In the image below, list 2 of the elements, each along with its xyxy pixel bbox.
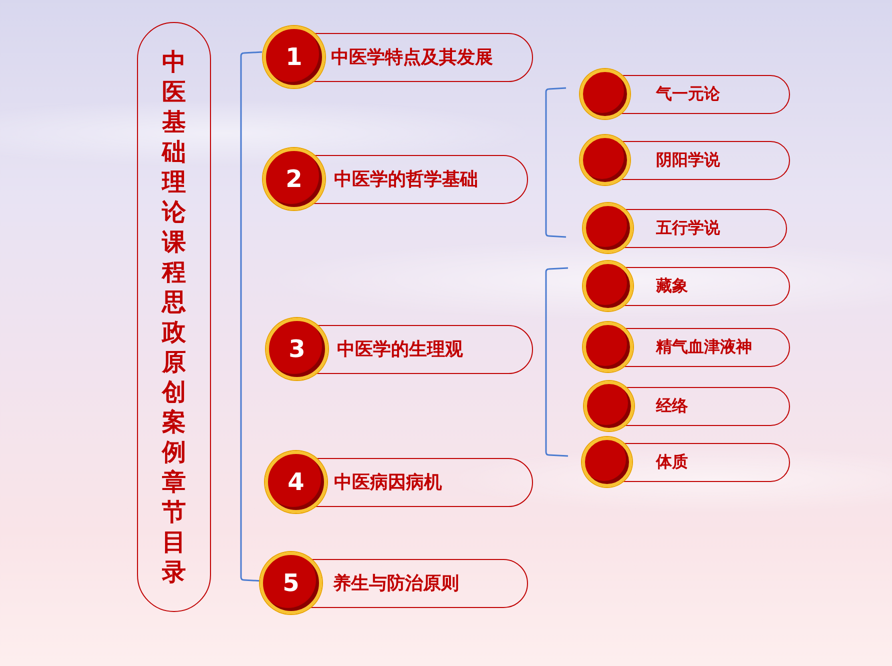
title-pill: [137, 22, 211, 612]
title-text: 中医基础理论课程思政原创案例章节目录: [162, 47, 186, 587]
